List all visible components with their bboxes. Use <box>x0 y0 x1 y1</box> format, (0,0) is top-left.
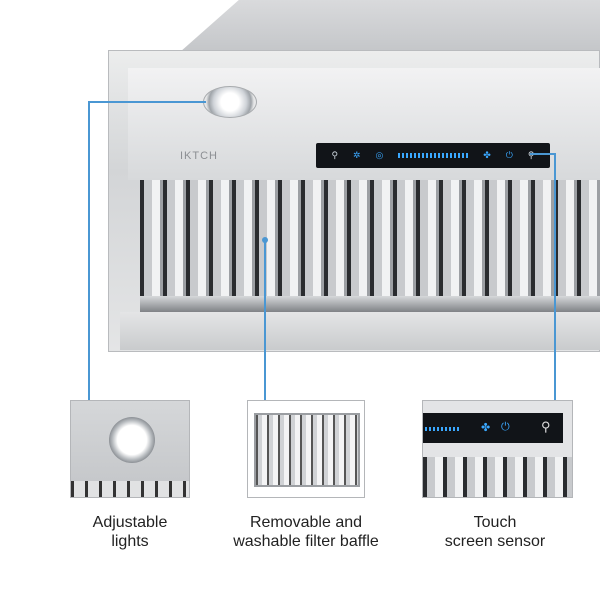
hood-lower-lip <box>120 312 600 350</box>
led-light <box>203 86 257 118</box>
label-line: screen sensor <box>444 533 546 550</box>
label-line: Adjustable <box>92 514 168 531</box>
callout-line-lights <box>88 101 206 103</box>
fan-speed-icon: ✤ <box>483 150 491 160</box>
filter-baffles <box>140 180 600 300</box>
feature-label-touch: Touch screen sensor <box>405 513 585 551</box>
feature-label-lights: Adjustable lights <box>40 513 220 551</box>
callout-line-baffle <box>264 240 266 401</box>
thumbnail-touch: ✤ ⏻ ⚲ <box>422 400 573 498</box>
light-icon: ✲ <box>353 150 361 160</box>
label-line: Touch <box>473 514 517 531</box>
speed-display <box>398 153 469 158</box>
grease-rail <box>140 296 600 312</box>
feature-label-baffle: Removable and washable filter baffle <box>206 513 406 551</box>
label-line: lights <box>111 533 149 550</box>
baffle-edge <box>71 481 189 497</box>
power-icon: ⏻ <box>505 150 513 160</box>
thumbnail-baffle <box>247 400 365 498</box>
timer-icon: ◎ <box>375 150 384 160</box>
fan-down-icon: ⚲ <box>527 150 535 160</box>
fan-speed-icon: ✤ <box>481 422 491 434</box>
speed-display-closeup <box>425 427 461 431</box>
callout-line-touch-vertical <box>554 153 556 401</box>
hood-chimney <box>180 0 600 52</box>
light-closeup <box>109 417 155 463</box>
label-line: washable filter baffle <box>233 533 379 550</box>
baffle-closeup <box>423 457 572 497</box>
callout-line-touch <box>530 153 556 155</box>
fan-icon: ⚲ <box>331 150 339 160</box>
callout-line-lights-vertical <box>88 101 90 401</box>
brand-logo: IKTCH <box>180 150 218 162</box>
baffle-filter-closeup <box>254 413 360 487</box>
fan-icon: ⚲ <box>541 419 551 434</box>
power-icon: ⏻ <box>501 421 510 433</box>
thumbnail-lights <box>70 400 190 498</box>
panel-closeup: ✤ ⏻ ⚲ <box>423 413 563 443</box>
touch-control-panel: ⚲ ✲ ◎ ✤ ⏻ ⚲ <box>316 143 550 168</box>
label-line: Removable and <box>249 514 363 531</box>
